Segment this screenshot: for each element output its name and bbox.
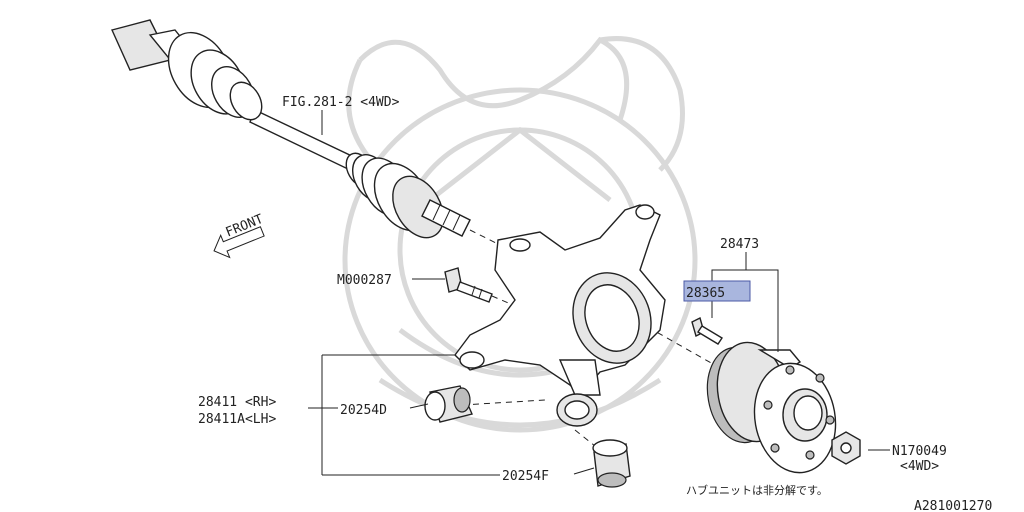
nut-part-number[interactable]: N170049 bbox=[892, 444, 947, 459]
nut-n170049[interactable] bbox=[831, 431, 861, 465]
front-label: FRONT bbox=[224, 212, 266, 241]
nut-note: <4WD> bbox=[900, 459, 939, 474]
knuckle-lh-part-number[interactable]: 28411A<LH> bbox=[198, 412, 276, 427]
hub-unit-note: ハブユニットは非分解です。 bbox=[686, 483, 828, 497]
hub-bolt-28365[interactable] bbox=[691, 316, 723, 345]
bushing-f-part-number[interactable]: 20254F bbox=[502, 469, 549, 484]
bushing-20254f[interactable] bbox=[592, 439, 631, 488]
bushing-d-part-number[interactable]: 20254D bbox=[340, 403, 387, 418]
axis-line-shaft bbox=[469, 229, 501, 246]
hub-unit-28473[interactable] bbox=[700, 337, 844, 479]
knuckle-housing[interactable] bbox=[454, 204, 666, 427]
diagram-id: A281001270 bbox=[914, 499, 992, 512]
watermark-emblem bbox=[342, 36, 698, 433]
fig-reference-label[interactable]: FIG.281-2 <4WD> bbox=[282, 95, 400, 110]
hub-bolt-highlight[interactable] bbox=[683, 280, 751, 302]
front-arrow: FRONT bbox=[213, 212, 266, 259]
bolt-m000287[interactable] bbox=[444, 267, 493, 303]
hub-bolt-part-number[interactable]: 28365 bbox=[686, 286, 725, 301]
bolt-part-number[interactable]: M000287 bbox=[337, 273, 392, 288]
bushing-20254d[interactable] bbox=[424, 385, 473, 423]
knuckle-rh-part-number[interactable]: 28411 <RH> bbox=[198, 395, 276, 410]
drive-shaft[interactable] bbox=[111, 19, 471, 247]
axis-line-bushing-d bbox=[461, 399, 546, 406]
hub-assy-part-number[interactable]: 28473 bbox=[720, 237, 759, 252]
leader-lines bbox=[308, 110, 890, 476]
